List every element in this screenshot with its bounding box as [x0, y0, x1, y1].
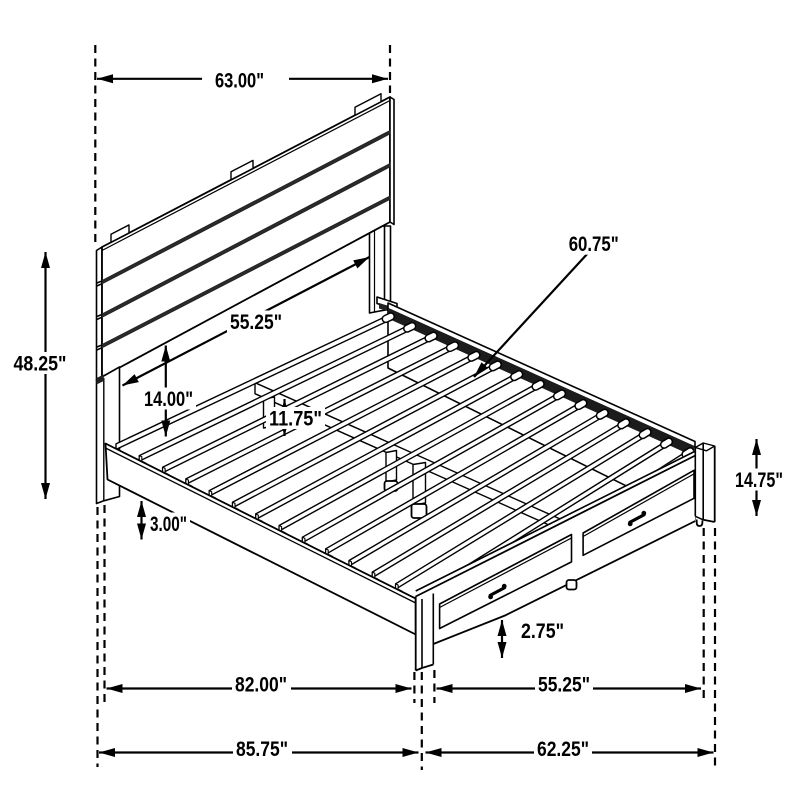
svg-text:3.00": 3.00": [150, 513, 187, 536]
svg-text:55.25": 55.25": [230, 311, 282, 334]
svg-text:2.75": 2.75": [521, 620, 564, 643]
svg-text:55.25": 55.25": [538, 673, 590, 696]
svg-text:85.75": 85.75": [236, 738, 288, 761]
svg-text:60.75": 60.75": [569, 233, 619, 256]
svg-text:11.75": 11.75": [269, 407, 322, 430]
svg-text:63.00": 63.00": [215, 69, 264, 92]
svg-text:14.75": 14.75": [735, 469, 783, 492]
svg-text:82.00": 82.00": [235, 673, 287, 696]
svg-text:14.00": 14.00": [144, 388, 193, 411]
svg-text:62.25": 62.25": [537, 738, 589, 761]
svg-text:48.25": 48.25": [14, 352, 67, 375]
